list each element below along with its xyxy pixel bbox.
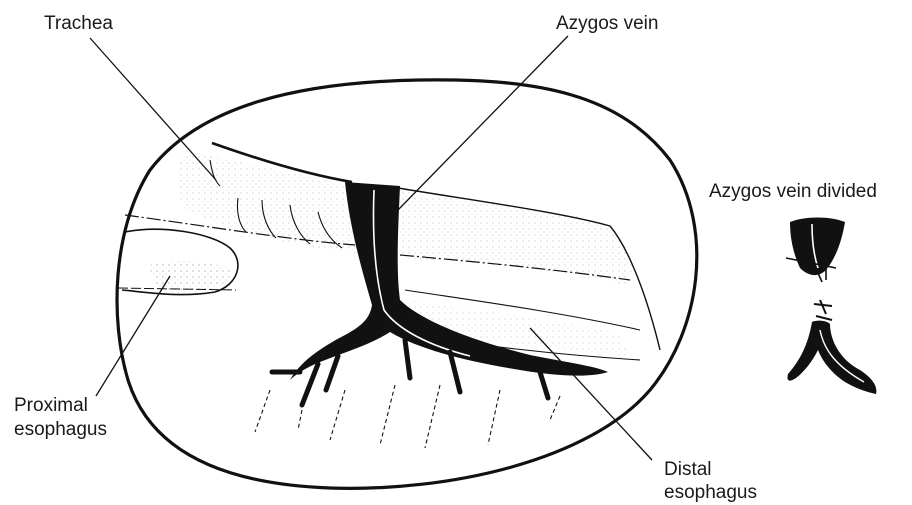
azygos-vein-divided-label: Azygos vein divided: [709, 180, 877, 203]
trachea-shape: [178, 150, 632, 285]
trachea-label: Trachea: [44, 12, 113, 35]
azygos-vein-label: Azygos vein: [556, 12, 658, 35]
leader-azygos: [398, 36, 568, 210]
distal-esophagus-label-line2: esophagus: [664, 481, 757, 504]
leader-proximal: [96, 276, 170, 396]
proximal-esophagus-label-line2: esophagus: [14, 418, 107, 441]
azygos-divided-upper-inset: [786, 218, 845, 283]
proximal-esophagus-label-line1: Proximal: [14, 394, 88, 417]
azygos-divided-lower-inset: [787, 300, 876, 394]
distal-esophagus-label-line1: Distal: [664, 458, 712, 481]
leader-trachea: [90, 38, 216, 180]
intercostal-lines: [255, 385, 560, 448]
